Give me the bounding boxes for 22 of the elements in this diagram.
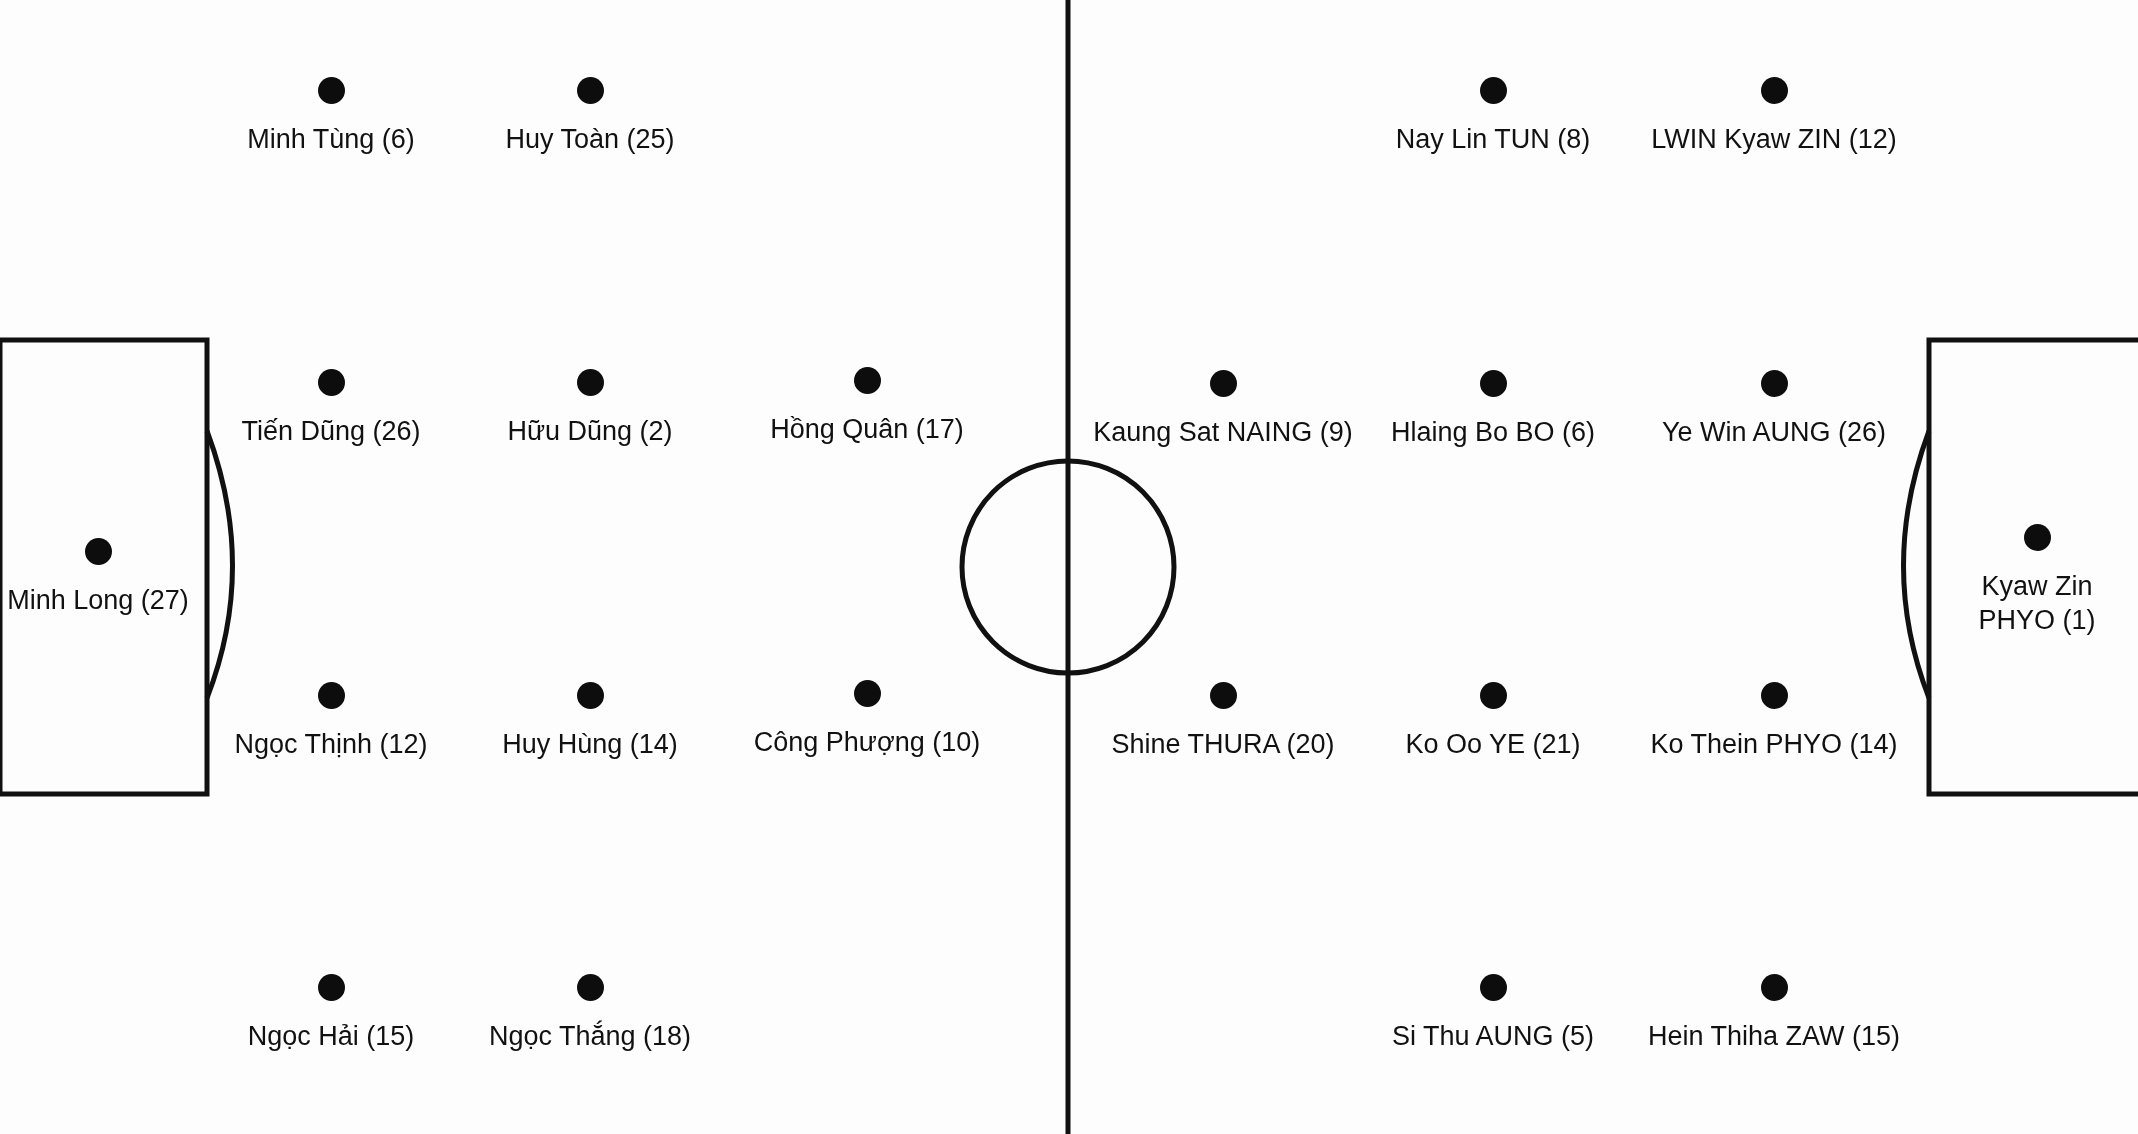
player-name: Hữu Dũng (2): [507, 415, 673, 448]
player-name: Hồng Quân (17): [770, 413, 964, 446]
player-name: Nay Lin TUN (8): [1395, 123, 1591, 156]
player-name: Tiến Dũng (26): [241, 415, 421, 448]
player-name: Shine THURA (20): [1111, 728, 1335, 761]
player-name: Kaung Sat NAING (9): [1093, 416, 1353, 449]
player-name: Ngọc Thắng (18): [488, 1019, 692, 1053]
player-name: Kyaw Zin PHYO (1): [1977, 570, 2097, 637]
player-name: LWIN Kyaw ZIN (12): [1651, 123, 1897, 156]
player-name: Ye Win AUNG (26): [1661, 416, 1887, 449]
player-name: Huy Toàn (25): [505, 123, 675, 156]
player-name: Ngọc Thịnh (12): [234, 728, 428, 761]
player-name: Huy Hùng (14): [502, 728, 678, 761]
player-name: Minh Tùng (6): [247, 123, 415, 156]
player-name: Hlaing Bo BO (6): [1390, 416, 1596, 449]
player-name: Ngọc Hải (15): [247, 1020, 415, 1053]
player-name: Si Thu AUNG (5): [1391, 1020, 1595, 1053]
player-name: Ko Oo YE (21): [1405, 728, 1581, 761]
player-name: Ko Thein PHYO (14): [1650, 728, 1898, 761]
player-name: Minh Long (27): [7, 584, 189, 617]
player-name: Hein Thiha ZAW (15): [1647, 1020, 1901, 1053]
player-name: Công Phượng (10): [753, 726, 981, 759]
